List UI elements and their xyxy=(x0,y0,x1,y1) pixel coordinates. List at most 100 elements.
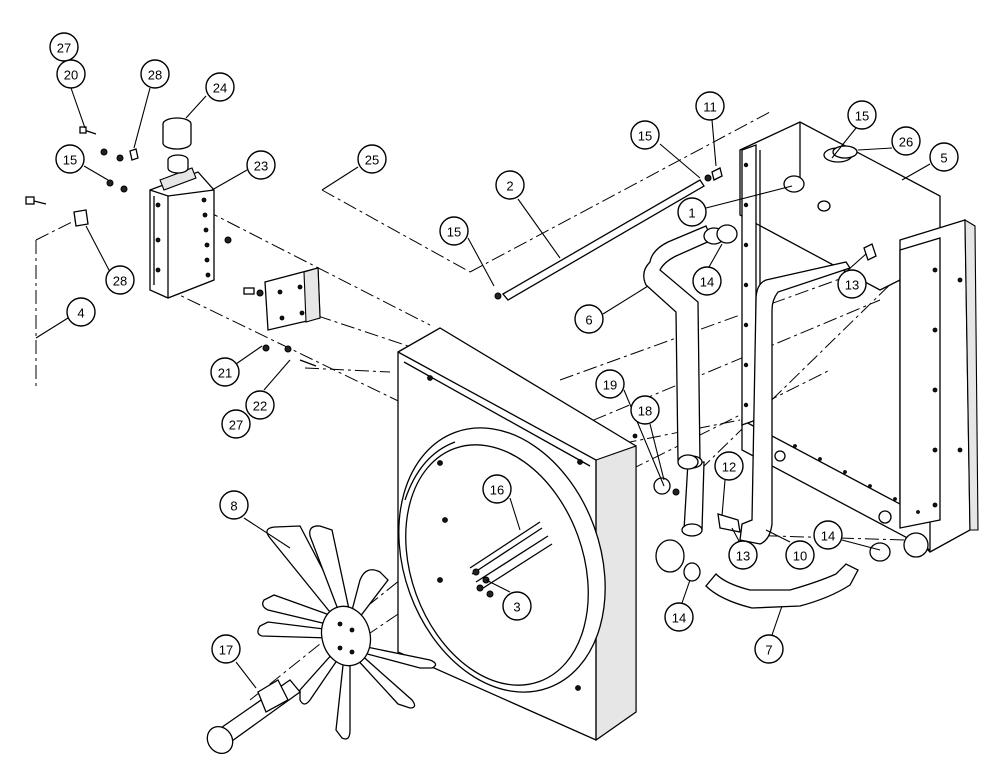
callout-number: 15 xyxy=(638,129,652,144)
callout-c10: 10 xyxy=(785,540,815,570)
hose-clamps xyxy=(677,224,891,582)
callout-number: 7 xyxy=(765,643,772,658)
callout-c2: 2 xyxy=(495,170,525,200)
callout-c26: 26 xyxy=(891,126,921,156)
callout-number: 5 xyxy=(940,151,947,166)
callout-circle xyxy=(785,540,815,570)
callout-number: 25 xyxy=(365,153,379,168)
surge-tank xyxy=(149,154,215,299)
fan-bolts xyxy=(469,521,553,598)
callout-number: 18 xyxy=(638,404,652,419)
radiator-flange-holes xyxy=(743,162,963,514)
tank-hardware xyxy=(25,126,232,244)
callout-circle xyxy=(754,634,784,664)
tank-bracket xyxy=(243,267,321,367)
callout-circle xyxy=(847,100,877,130)
callout-circle xyxy=(245,390,275,420)
callout-number: 11 xyxy=(703,100,717,115)
callout-number: 17 xyxy=(219,643,233,658)
callout-number: 23 xyxy=(254,159,268,174)
tank-mounting-holes xyxy=(155,197,211,278)
callout-c20: 20 xyxy=(56,59,86,89)
callout-number: 15 xyxy=(855,109,869,124)
callout-number: 28 xyxy=(148,68,162,83)
callout-number: 13 xyxy=(736,549,750,564)
callout-circle xyxy=(49,32,79,62)
callout-circle xyxy=(891,126,921,156)
callout-c21: 21 xyxy=(210,357,240,387)
callout-c16: 16 xyxy=(482,474,512,504)
hose-fittings xyxy=(653,243,877,533)
callout-circle xyxy=(246,150,276,180)
callout-number: 14 xyxy=(700,275,714,290)
callout-circle xyxy=(66,297,96,327)
callout-c11: 11 xyxy=(695,91,725,121)
callout-circle xyxy=(55,144,85,174)
callout-c8: 8 xyxy=(219,490,249,520)
callout-circle xyxy=(502,591,532,621)
callout-number: 13 xyxy=(845,278,859,293)
callout-circle xyxy=(219,490,249,520)
callout-number: 12 xyxy=(722,460,736,475)
callout-number: 15 xyxy=(447,225,461,240)
callout-circle xyxy=(714,451,744,481)
callout-circle xyxy=(439,216,469,246)
callout-c14b: 14 xyxy=(813,520,843,550)
callout-circle xyxy=(677,197,707,227)
callout-number: 24 xyxy=(213,81,227,96)
callout-number: 15 xyxy=(63,153,77,168)
callout-circle xyxy=(205,72,235,102)
support-rod xyxy=(494,167,723,301)
callout-c27a: 27 xyxy=(49,32,79,62)
callout-circle xyxy=(630,120,660,150)
callout-c6: 6 xyxy=(574,304,604,334)
callout-number: 3 xyxy=(513,600,520,615)
lower-hose-tube xyxy=(739,261,852,545)
callout-circle xyxy=(140,59,170,89)
fan-shroud xyxy=(397,327,638,742)
callout-circle xyxy=(56,59,86,89)
callout-number: 14 xyxy=(821,529,835,544)
callout-c13a: 13 xyxy=(837,269,867,299)
callout-number: 26 xyxy=(899,135,913,150)
callout-c22: 22 xyxy=(245,390,275,420)
callout-c25: 25 xyxy=(357,144,387,174)
callout-circle xyxy=(837,269,867,299)
callout-c18: 18 xyxy=(630,395,660,425)
callout-number: 28 xyxy=(113,274,127,289)
callout-number: 8 xyxy=(230,499,237,514)
callout-number: 27 xyxy=(229,418,243,433)
callout-number: 1 xyxy=(688,206,695,221)
callout-c13b: 13 xyxy=(728,540,758,570)
callout-c14a: 14 xyxy=(692,266,722,296)
callout-c1: 1 xyxy=(677,197,707,227)
radiator xyxy=(739,121,979,558)
callout-c24: 24 xyxy=(205,72,235,102)
callout-c14c: 14 xyxy=(664,602,694,632)
callout-circle xyxy=(929,142,959,172)
callout-circle xyxy=(728,540,758,570)
callout-number: 14 xyxy=(672,611,686,626)
callout-circle xyxy=(695,91,725,121)
callout-c17: 17 xyxy=(211,634,241,664)
leader-lines xyxy=(35,87,931,689)
callout-circle xyxy=(495,170,525,200)
callout-number: 2 xyxy=(506,179,513,194)
callout-circle xyxy=(664,602,694,632)
callout-c23: 23 xyxy=(246,150,276,180)
callout-number: 19 xyxy=(603,378,617,393)
callout-circle xyxy=(630,395,660,425)
callout-c27b: 27 xyxy=(221,409,251,439)
callout-circle xyxy=(595,369,625,399)
callout-c28a: 28 xyxy=(140,59,170,89)
callout-c4: 4 xyxy=(66,297,96,327)
callout-number: 10 xyxy=(793,549,807,564)
callout-circle xyxy=(813,520,843,550)
callout-number: 4 xyxy=(77,306,84,321)
lower-hose xyxy=(655,455,859,609)
callout-c15c: 15 xyxy=(630,120,660,150)
callout-c15b: 15 xyxy=(439,216,469,246)
callout-c3: 3 xyxy=(502,591,532,621)
